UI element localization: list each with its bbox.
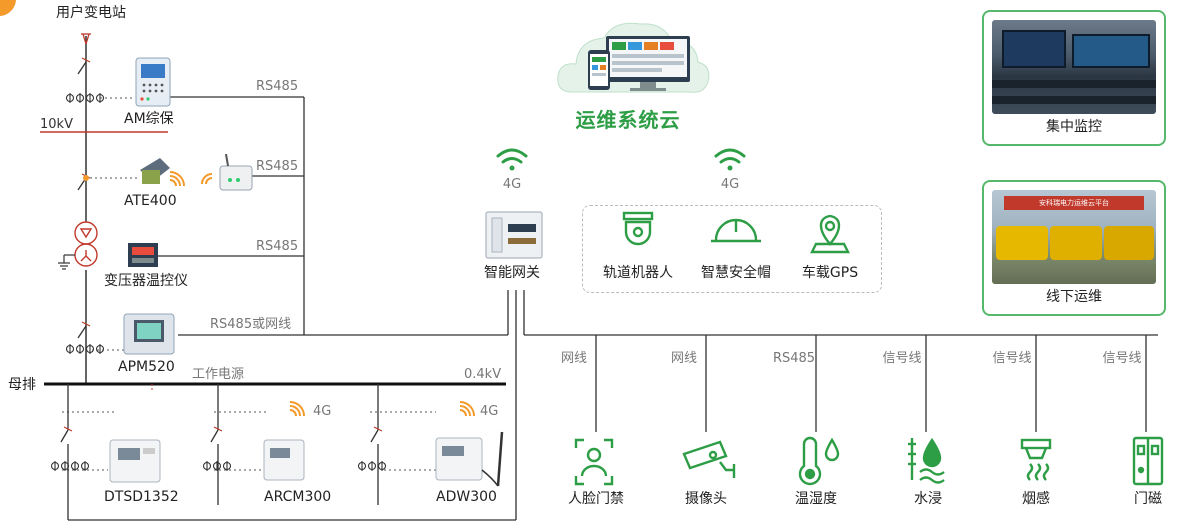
door-sensor-icon bbox=[1132, 436, 1164, 486]
sensor-link-label: 信号线 bbox=[882, 351, 922, 366]
iot-item-robot: 轨道机器人 bbox=[603, 265, 673, 281]
camera-icon bbox=[682, 440, 736, 478]
bus-label: 母排 bbox=[8, 377, 36, 393]
apm520-device bbox=[123, 313, 175, 355]
photo-offline-maintenance: 安科瑞电力运维云平台 线下运维 bbox=[982, 180, 1166, 316]
arcm-4g-label: 4G bbox=[313, 404, 332, 419]
sensor-link-label: 网线 bbox=[560, 351, 588, 366]
adw300-device bbox=[435, 401, 504, 487]
face-access-icon bbox=[574, 438, 614, 486]
sensor-door: 门磁 bbox=[1134, 491, 1162, 507]
smoke-icon bbox=[1020, 438, 1052, 481]
sensor-face-access: 人脸门禁 bbox=[568, 491, 624, 507]
rs485-label: RS485 bbox=[256, 159, 299, 174]
branch-feeders bbox=[60, 384, 379, 505]
sensor-camera: 摄像头 bbox=[685, 491, 727, 507]
sensor-link-label: 网线 bbox=[670, 351, 698, 366]
voltage-10kv-label: 10kV bbox=[40, 117, 73, 132]
ate400-label: ATE400 bbox=[124, 193, 177, 209]
photo-banner: 安科瑞电力运维云平台 bbox=[1004, 196, 1144, 210]
ct-symbols bbox=[50, 93, 387, 471]
photo-caption: 线下运维 bbox=[1046, 289, 1102, 305]
sensor-link-label: 信号线 bbox=[1102, 351, 1142, 366]
iot-4g-label: 4G bbox=[720, 177, 740, 192]
dtsd1352-label: DTSD1352 bbox=[104, 489, 179, 505]
cloud-label: 运维系统云 bbox=[575, 108, 681, 132]
breaker-diagonals bbox=[77, 61, 87, 339]
ground-symbol bbox=[58, 254, 75, 270]
wifi-icon bbox=[496, 148, 528, 171]
temp-controller-device bbox=[128, 243, 158, 267]
rs485-label: RS485 bbox=[256, 79, 299, 94]
incoming-line-symbol bbox=[81, 33, 91, 45]
gps-icon bbox=[810, 214, 850, 254]
adw-4g-label: 4G bbox=[480, 404, 499, 419]
thermometer-icon bbox=[798, 436, 840, 486]
dtsd1352-device bbox=[109, 439, 161, 483]
water-icon bbox=[908, 437, 945, 484]
sensor-water: 水浸 bbox=[914, 491, 942, 507]
am-label: AM综保 bbox=[124, 111, 174, 127]
sensor-smoke: 烟感 bbox=[1022, 491, 1050, 507]
gateway-label: 智能网关 bbox=[484, 265, 540, 281]
photo-caption: 集中监控 bbox=[1046, 119, 1102, 135]
rs485-net-label: RS485或网线 bbox=[210, 317, 292, 332]
cloud-icon bbox=[557, 22, 710, 93]
rs485-bus bbox=[158, 96, 509, 336]
iot-group bbox=[582, 205, 882, 293]
iot-item-helmet: 智慧安全帽 bbox=[701, 265, 771, 281]
rs485-label: RS485 bbox=[256, 239, 299, 254]
wifi-icon bbox=[714, 148, 746, 171]
iot-item-gps: 车载GPS bbox=[801, 265, 859, 281]
gateway-return-line bbox=[67, 290, 517, 521]
am-device bbox=[135, 57, 171, 107]
page-title: 用户变电站 bbox=[56, 5, 126, 21]
photo-central-monitoring: 集中监控 bbox=[982, 10, 1166, 146]
apm520-label: APM520 bbox=[118, 359, 175, 375]
gateway-device bbox=[485, 211, 543, 259]
helmet-icon bbox=[711, 218, 761, 243]
transformer-symbol bbox=[74, 221, 98, 267]
sensor-link-label: RS485 bbox=[772, 351, 816, 366]
adw300-label: ADW300 bbox=[436, 489, 497, 505]
camera-robot-icon bbox=[622, 211, 654, 246]
arcm300-device bbox=[263, 401, 305, 481]
sensor-temp-humidity: 温湿度 bbox=[795, 491, 837, 507]
dotted-taps bbox=[62, 97, 436, 471]
voltage-04kv-label: 0.4kV bbox=[464, 367, 502, 382]
sensor-link-label: 信号线 bbox=[992, 351, 1032, 366]
temp-controller-label: 变压器温控仪 bbox=[104, 273, 188, 289]
ate-node bbox=[83, 175, 89, 181]
work-power-label: 工作电源 bbox=[192, 367, 245, 382]
gateway-4g-label: 4G bbox=[502, 177, 522, 192]
ate-wireless-receiver bbox=[201, 153, 253, 191]
arcm300-label: ARCM300 bbox=[264, 489, 332, 505]
sensor-bus bbox=[523, 290, 1158, 432]
ate400-device bbox=[140, 158, 185, 187]
